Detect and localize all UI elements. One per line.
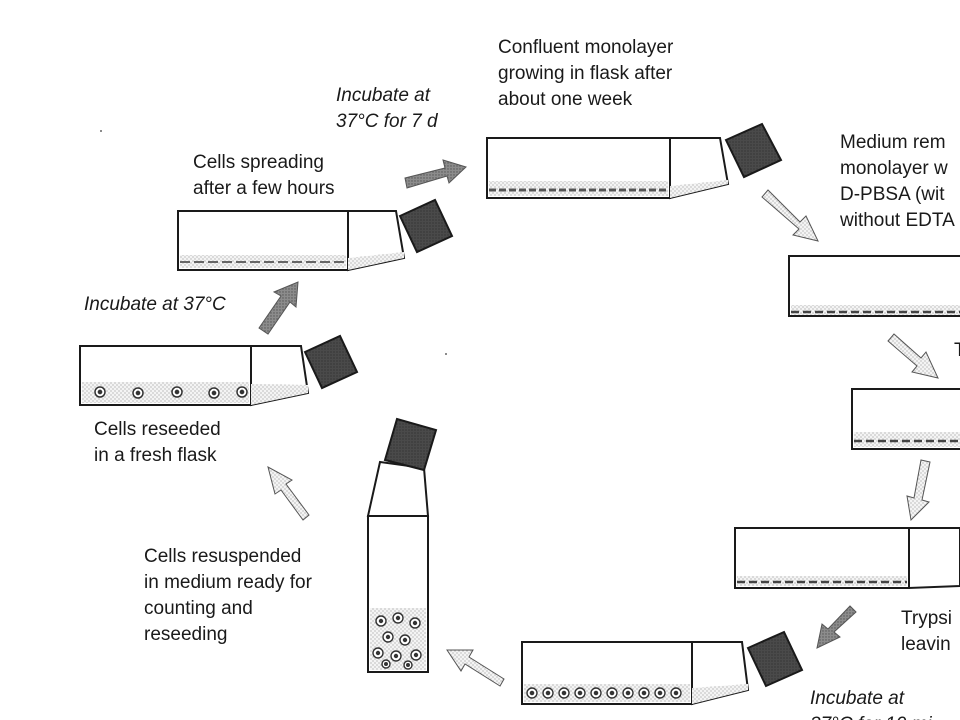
label-confluent-monolayer: Confluent monolayer growing in flask aft…: [498, 37, 674, 110]
flask-detached-cells: [521, 630, 804, 706]
label-trypsin: Trypsi leavin: [901, 608, 953, 655]
arrow-right-lower: [906, 459, 931, 522]
arrow-to-reseed: [267, 466, 310, 521]
seeded-cells: [94, 386, 248, 399]
flask-washed: [788, 255, 960, 317]
label-cells-resuspended: Cells resuspended in medium ready for co…: [144, 546, 312, 645]
flask-upright-resuspended: [366, 417, 438, 673]
flask-spreading: [177, 198, 454, 272]
stray-dot: [445, 353, 447, 355]
rounded-cells: [526, 687, 682, 699]
flask-cap: [383, 417, 438, 472]
flask-cap: [746, 630, 804, 688]
label-medium-removed: Medium rem monolayer w D-PBSA (wit witho…: [840, 132, 955, 231]
arrow-right-mid: [887, 333, 939, 379]
label-incubate-7d: Incubate at 37°C for 7 d: [336, 85, 438, 132]
label-cells-reseeded: Cells reseeded in a fresh flask: [94, 419, 221, 466]
flask-reseeded: [79, 334, 359, 407]
label-edge-t: T: [954, 340, 960, 361]
label-incubate-bottom: Incubate at 37°C for 10 mi: [810, 688, 932, 720]
stray-dot: [100, 130, 102, 132]
flask-cap: [303, 334, 359, 390]
label-incubate-37: Incubate at 37°C: [84, 294, 226, 315]
arrow-to-medium-removed: [761, 189, 819, 242]
arrow-to-spreading: [258, 281, 299, 335]
arrow-to-incubate: [816, 605, 857, 649]
suspended-cells: [372, 612, 422, 670]
arrow-to-confluent: [404, 159, 467, 189]
label-cells-spreading: Cells spreading after a few hours: [193, 152, 335, 199]
flask-cap: [724, 122, 783, 179]
flask-confluent: [486, 122, 783, 200]
arrow-to-resuspend: [446, 649, 505, 687]
flask-cap: [398, 198, 454, 254]
flask-trypsin-removed: [734, 527, 960, 590]
flask-trypsin-added: [851, 388, 960, 450]
